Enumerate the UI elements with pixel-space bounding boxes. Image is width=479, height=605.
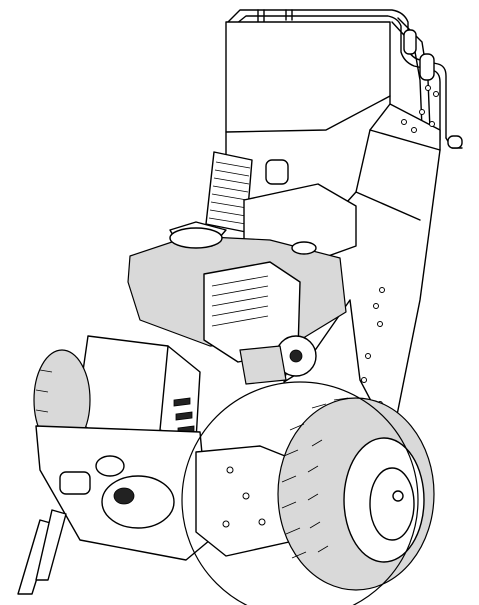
frame-rail	[283, 85, 441, 421]
drive-coupling	[35, 425, 211, 561]
detail-callout-circle	[181, 381, 419, 605]
rear-wheel	[277, 397, 435, 591]
engine	[127, 221, 347, 385]
hopper-panel	[225, 21, 391, 161]
stand-leg	[17, 509, 67, 595]
handle-bar	[227, 9, 463, 149]
